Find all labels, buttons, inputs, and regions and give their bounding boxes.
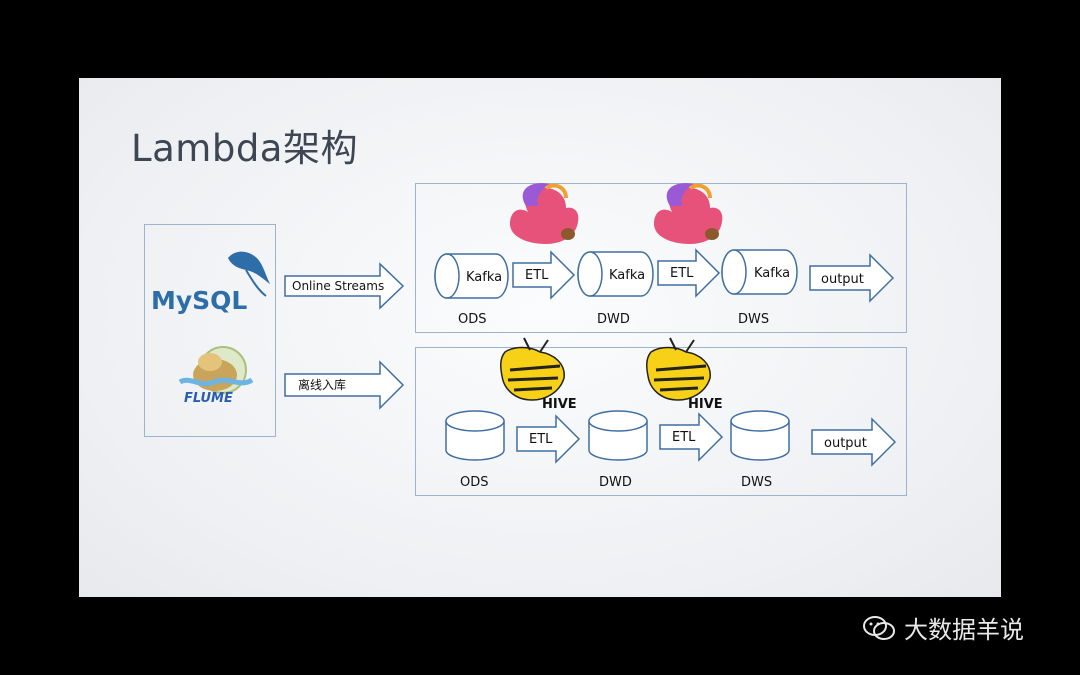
batch-ods-label: ODS bbox=[460, 475, 489, 490]
online-streams-arrow: Online Streams bbox=[284, 262, 405, 310]
batch-etl-arrow: ETL bbox=[659, 412, 724, 462]
hive-icon: HIVE bbox=[500, 337, 577, 412]
batch-output-arrow: output bbox=[811, 417, 897, 467]
etl-label: ETL bbox=[525, 268, 549, 283]
stream-dwd-label: DWD bbox=[597, 312, 630, 327]
watermark: 大数据羊说 bbox=[862, 610, 1024, 645]
flink-icon bbox=[510, 183, 579, 244]
online-streams-label: Online Streams bbox=[292, 279, 384, 293]
sources-box bbox=[144, 224, 276, 437]
kafka-label: Kafka bbox=[466, 270, 502, 285]
stream-etl-arrow: ETL bbox=[512, 250, 576, 300]
mysql-logo: MySQL bbox=[151, 251, 270, 315]
batch-etl-arrow: ETL bbox=[516, 414, 581, 464]
flume-logo: FLUME bbox=[178, 346, 254, 406]
hive-label: HIVE bbox=[542, 397, 577, 412]
output-label: output bbox=[821, 272, 864, 287]
offline-ingest-label: 离线入库 bbox=[298, 377, 346, 392]
offline-ingest-arrow: 离线入库 bbox=[284, 360, 405, 410]
stream-ods-label: ODS bbox=[458, 312, 487, 327]
stream-etl-arrow: ETL bbox=[657, 248, 721, 298]
hive-label: HIVE bbox=[688, 397, 723, 412]
stream-layer-box bbox=[415, 183, 907, 333]
watermark-text: 大数据羊说 bbox=[904, 616, 1024, 644]
stream-output-arrow: output bbox=[809, 253, 895, 303]
output-label: output bbox=[824, 436, 867, 451]
kafka-ods-cylinder: Kafka bbox=[434, 253, 509, 299]
kafka-label: Kafka bbox=[609, 268, 645, 283]
wechat-icon bbox=[863, 615, 895, 640]
etl-label: ETL bbox=[529, 432, 553, 447]
batch-dwd-cylinder bbox=[588, 410, 648, 461]
kafka-dws-cylinder: Kafka bbox=[721, 249, 798, 295]
mysql-label: MySQL bbox=[151, 286, 247, 315]
batch-dws-cylinder bbox=[730, 410, 790, 461]
etl-label: ETL bbox=[672, 430, 696, 445]
batch-dws-label: DWS bbox=[741, 475, 772, 490]
batch-ods-cylinder bbox=[445, 410, 505, 461]
batch-dwd-label: DWD bbox=[599, 475, 632, 490]
kafka-label: Kafka bbox=[754, 266, 790, 281]
etl-label: ETL bbox=[670, 266, 694, 281]
flume-label: FLUME bbox=[184, 391, 233, 406]
slide-background bbox=[79, 78, 1001, 597]
flink-icon bbox=[654, 183, 723, 244]
slide-title: Lambda架构 bbox=[131, 127, 358, 170]
hive-icon: HIVE bbox=[646, 337, 723, 412]
stream-dws-label: DWS bbox=[738, 312, 769, 327]
kafka-dwd-cylinder: Kafka bbox=[577, 251, 654, 297]
